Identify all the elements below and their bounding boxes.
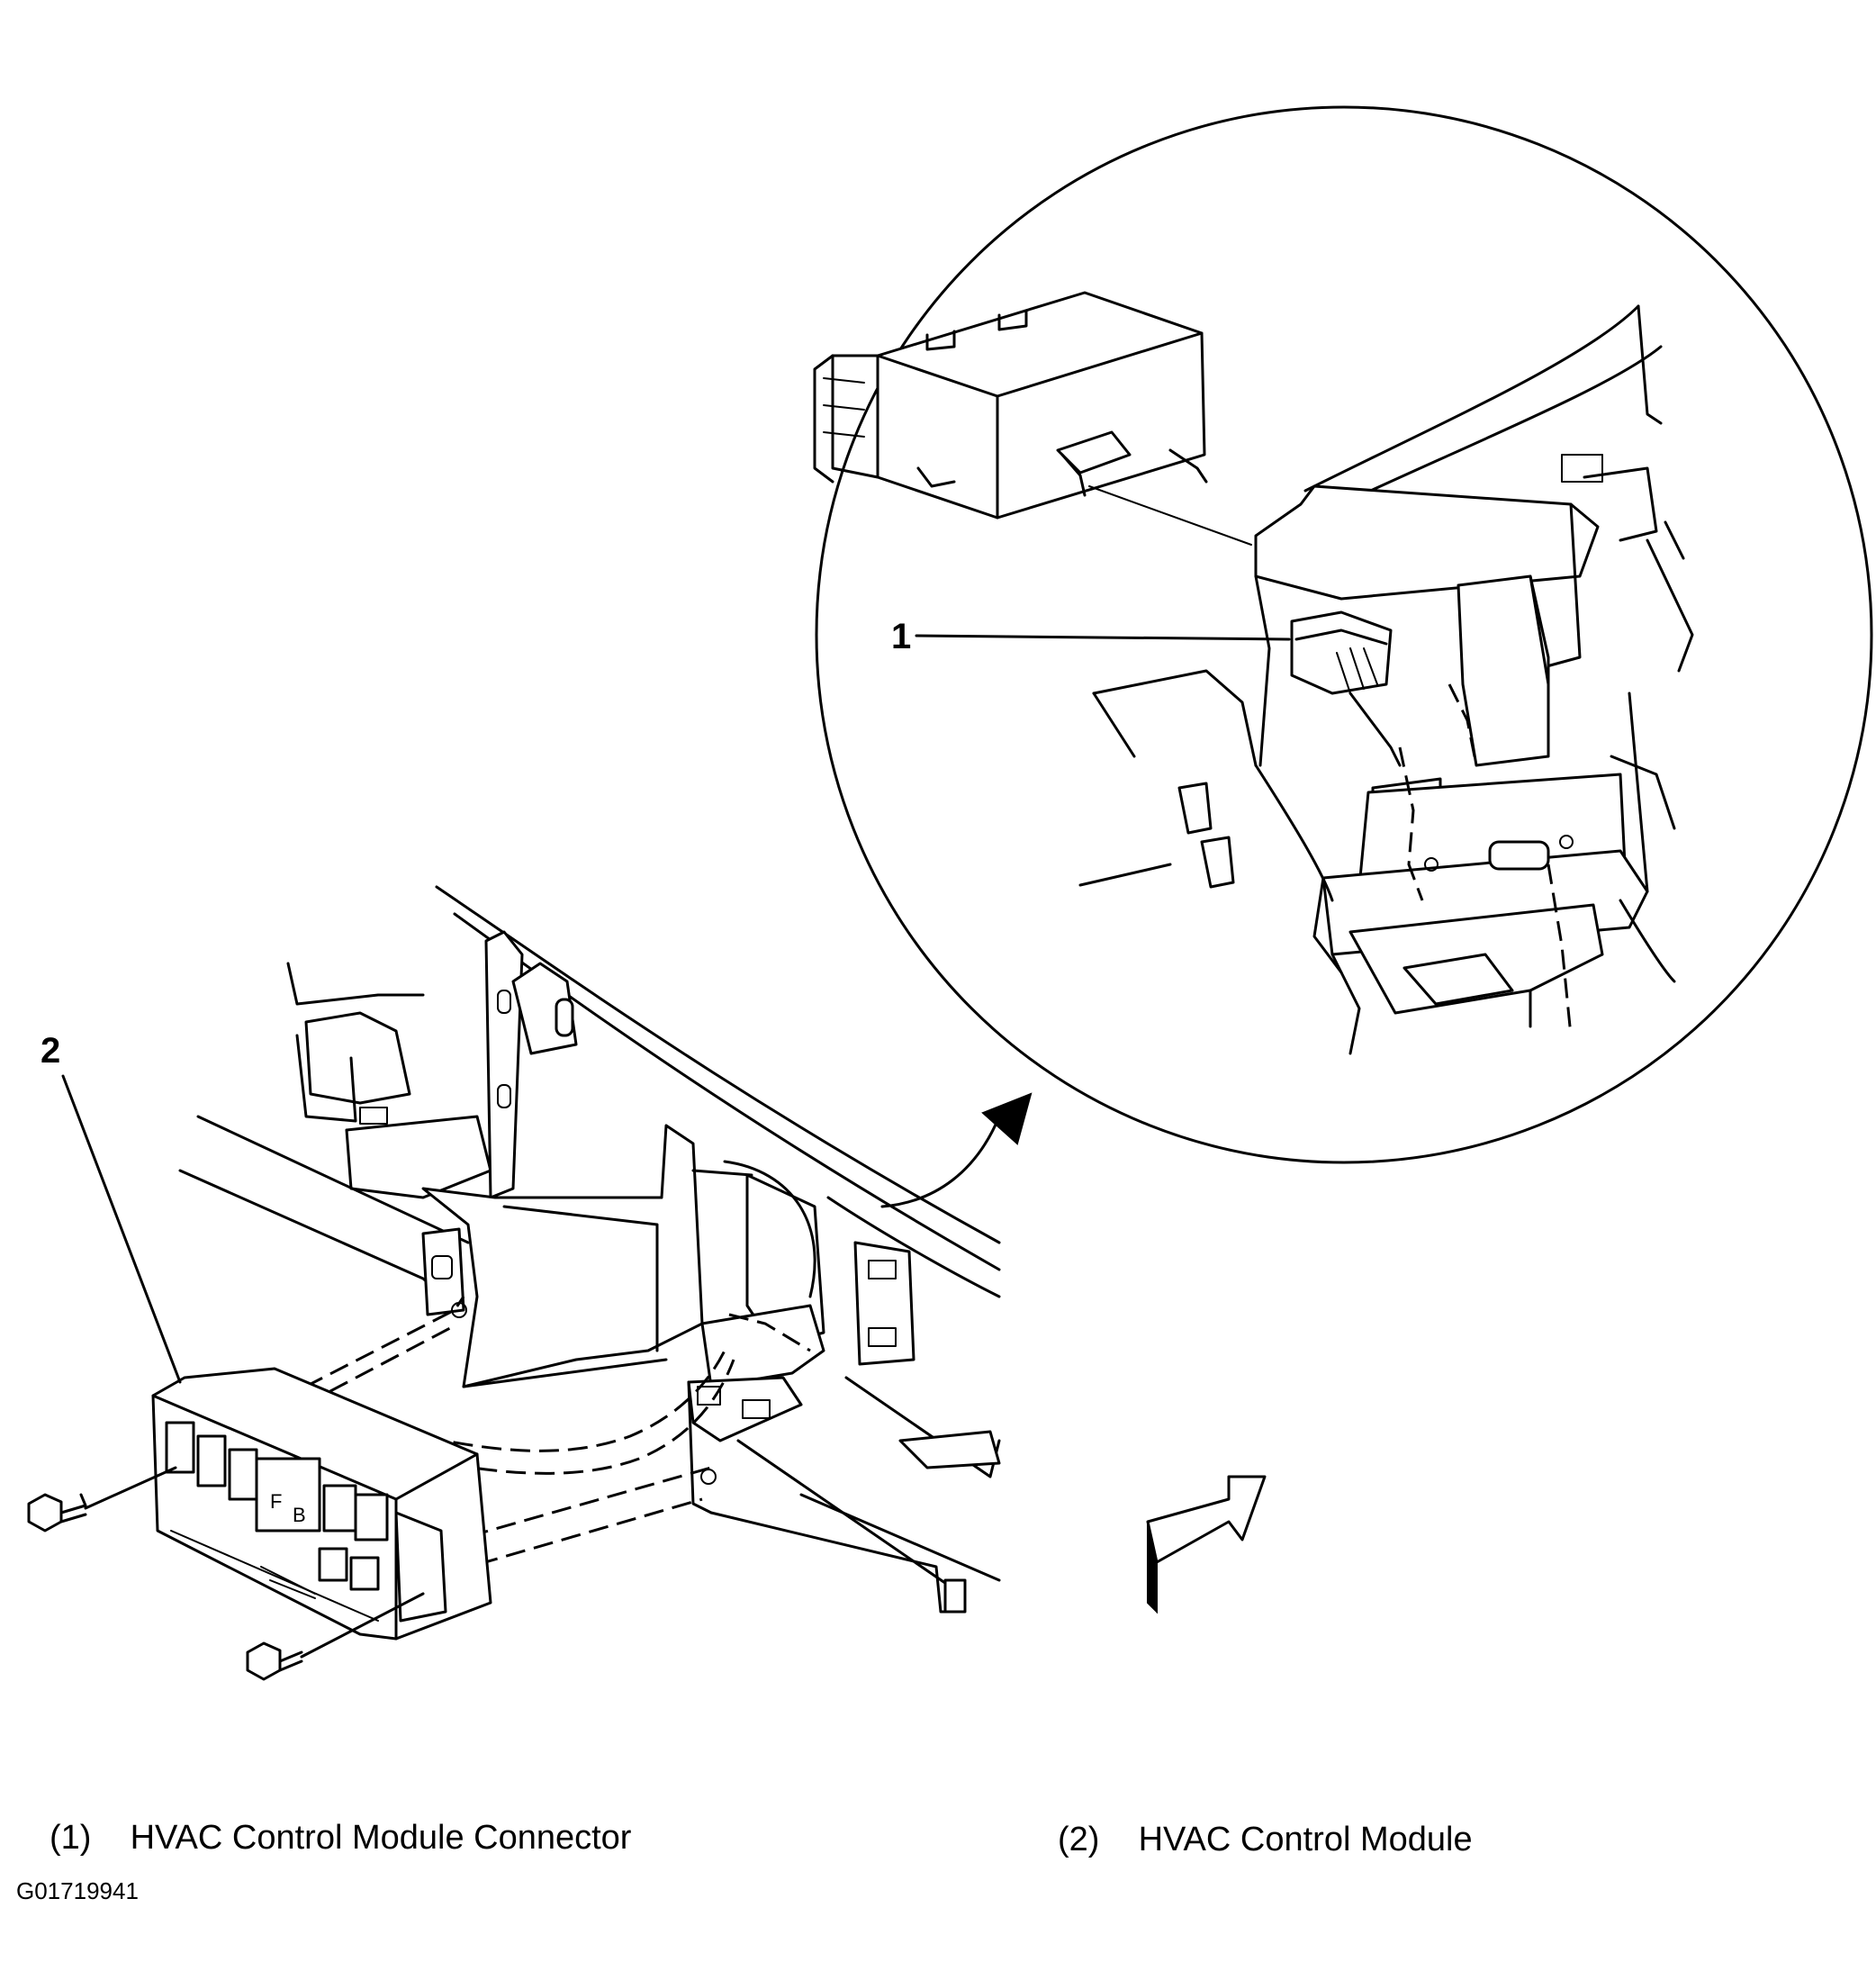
callout-2-leader bbox=[61, 1074, 182, 1384]
module-button-glyph: F bbox=[270, 1490, 282, 1513]
legend-item-2-text: HVAC Control Module bbox=[1138, 1821, 1473, 1858]
hvac-module-connector bbox=[1290, 610, 1573, 1036]
instrument-panel-structure bbox=[178, 885, 1001, 1614]
hvac-control-module: F B bbox=[151, 1367, 492, 1641]
bolt-icon bbox=[27, 1466, 177, 1532]
detail-callout-arrow-icon bbox=[880, 1092, 1033, 1208]
legend-item-1-number: (1) bbox=[50, 1819, 92, 1857]
legend-item-2-number: (2) bbox=[1058, 1821, 1100, 1858]
legend-item-1-text: HVAC Control Module Connector bbox=[130, 1819, 632, 1857]
figure-id: G01719941 bbox=[16, 1877, 139, 1904]
view-direction-arrow-icon bbox=[1146, 1475, 1267, 1614]
callout-2-number: 2 bbox=[41, 1031, 60, 1071]
bolt-icon bbox=[246, 1592, 425, 1681]
callout-1-number: 1 bbox=[891, 617, 911, 656]
legend-item-1: (1) HVAC Control Module Connector bbox=[50, 1819, 631, 1858]
module-button-glyph: B bbox=[293, 1504, 306, 1526]
detail-view: 1 bbox=[813, 105, 1873, 1164]
callout-1-leader bbox=[915, 634, 1291, 641]
detail-dash-bracket bbox=[1078, 304, 1694, 1055]
detail-module-housing bbox=[813, 291, 1252, 546]
legend-item-2: (2) HVAC Control Module bbox=[1058, 1821, 1473, 1859]
